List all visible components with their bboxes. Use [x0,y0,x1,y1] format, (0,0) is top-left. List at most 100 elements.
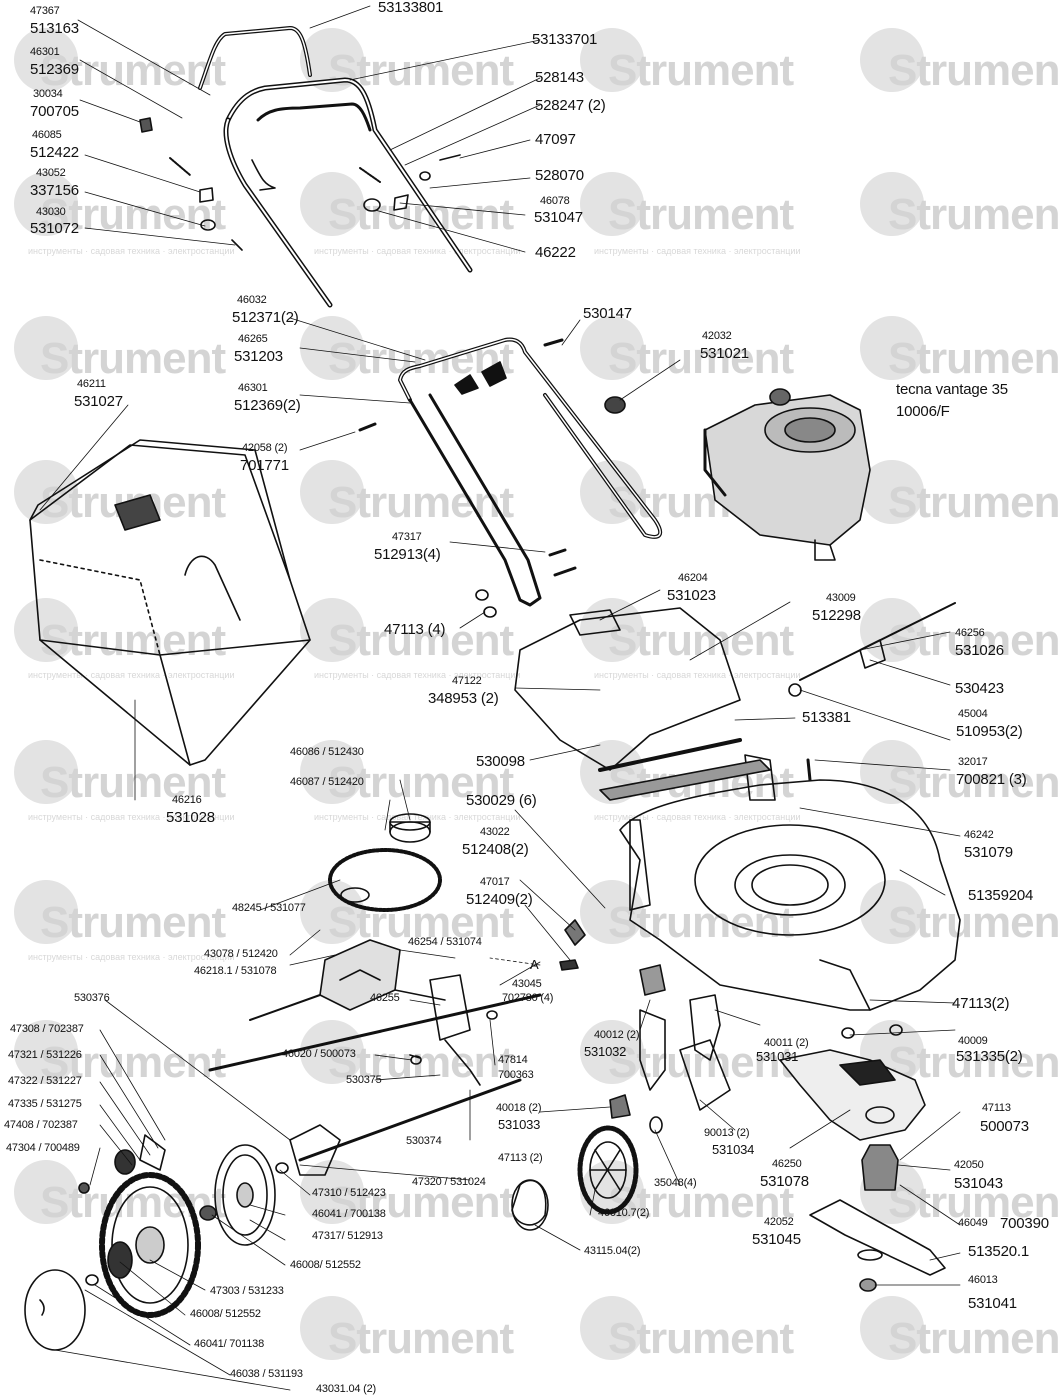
part-label: 531027 [74,393,123,410]
part-label: 46301 [238,382,268,394]
part-label: 46049 [958,1217,988,1229]
watermark-tagline: инструменты · садовая техника · электрос… [594,812,801,822]
watermark-tagline: инструменты · садовая техника · электрос… [314,670,521,680]
watermark-text: Strument [608,1038,794,1087]
watermark-logo-icon [860,28,924,92]
watermark-tagline: инструменты · садовая техника · электрос… [314,812,521,822]
part-label: 530147 [583,305,632,322]
watermark-text: Strument [40,898,226,947]
part-label: 531031 [756,1049,799,1064]
part-label: 40018 (2) [496,1102,542,1114]
part-label: 512298 [812,607,861,624]
part-label: 46254 / 531074 [408,936,482,948]
part-label: 531034 [712,1142,755,1157]
part-label: 47097 [535,131,576,148]
part-label: 43030 [36,206,66,218]
mulch-cover [779,1049,926,1141]
part-label: 43022 [480,826,510,838]
part-label: 531026 [955,642,1004,659]
lower-handle [398,337,663,607]
gearbox [249,939,446,1021]
watermark-logo-icon [14,740,78,804]
part-label: 531079 [964,844,1013,861]
part-label: 700390 [1000,1215,1049,1232]
part-label: 47321 / 531226 [8,1049,82,1061]
part-label: 700821 (3) [956,771,1027,788]
part-label: 46010.7(2) [598,1207,650,1219]
rear-wheel-gear [114,1144,276,1246]
height-adjusters [609,964,731,1134]
rear-flap [514,607,771,801]
upper-handle [198,26,473,308]
part-label: 500073 [980,1118,1029,1135]
watermark-logo-icon [580,1020,644,1084]
part-label: 47308 / 702387 [10,1023,84,1035]
part-label: 528247 (2) [535,97,606,114]
watermark-text: Strument [40,1038,226,1087]
part-label: 46041/ 701138 [194,1338,264,1350]
part-label: 530376 [74,992,110,1004]
rear-wheel-large [99,1172,201,1318]
part-label: 47367 [30,5,60,17]
watermark-text: Strument [40,334,226,383]
part-label: 513520.1 [968,1243,1029,1260]
watermark-logo-icon [860,1296,924,1360]
part-label: 46216 [172,794,202,806]
watermark-text: Strument [40,758,226,807]
part-label: 53133801 [378,0,444,16]
part-label: 531072 [30,220,79,237]
part-label: 530098 [476,753,525,770]
watermark-tagline: инструменты · садовая техника · электрос… [314,246,521,256]
cutting-blade [809,1199,946,1292]
part-label: 47317/ 512913 [312,1230,383,1242]
part-label: 531032 [584,1044,627,1059]
part-label: 47322 / 531227 [8,1075,82,1087]
watermark-tagline: инструменты · садовая техника · электрос… [594,246,801,256]
watermark-logo-icon [580,598,644,662]
watermark-text: Strument [328,1178,514,1227]
watermark-logo-icon [300,316,364,380]
watermark-logo-icon [580,172,644,236]
part-label: 30034 [33,88,63,100]
part-label: 530423 [955,680,1004,697]
part-label: 47304 / 700489 [6,1142,80,1154]
part-label: 530375 [346,1074,382,1086]
watermark-text: Strument [608,898,794,947]
watermark-text: Strumen [888,616,1060,665]
watermark-text: Strument [328,1038,514,1087]
part-label: 47335 / 531275 [8,1098,82,1110]
part-label: 531045 [752,1231,801,1248]
watermark-text: Strument [328,616,514,665]
part-label: 47408 / 702387 [4,1119,78,1131]
watermark-logo-icon [300,598,364,662]
part-label: 510953(2) [956,723,1023,740]
watermark-logo-icon [14,172,78,236]
leader-lines [39,5,961,1391]
arrow-marker-label: A [530,957,539,972]
watermark-text: Strumen [888,1314,1060,1363]
part-label: 512422 [30,144,79,161]
part-label: 531203 [234,348,283,365]
part-label: 42050 [954,1159,984,1171]
watermark-logo-icon [14,1160,78,1224]
watermark-text: Strumen [888,1178,1060,1227]
watermark-tagline: инструменты · садовая техника · электрос… [594,670,801,680]
watermark-logo-icon [14,598,78,662]
part-label: 40009 [958,1035,988,1047]
watermark-logo-icon [860,172,924,236]
watermark-text: Strumen [888,190,1060,239]
part-label: 700363 [498,1069,534,1081]
engine-model-label: tecna vantage 35 [896,381,1008,398]
part-label: 46256 [955,627,985,639]
watermark-text: Strument [608,46,794,95]
watermark-logo-icon [300,1160,364,1224]
part-label: 531047 [534,209,583,226]
part-label: 40012 (2) [594,1029,640,1041]
watermark-text: Strument [608,190,794,239]
part-label: 42052 [764,1216,794,1228]
part-label: 531041 [968,1295,1017,1312]
part-label: 701771 [240,457,289,474]
wheel-cover [24,1269,86,1351]
part-label: 47113 (4) [384,621,446,638]
